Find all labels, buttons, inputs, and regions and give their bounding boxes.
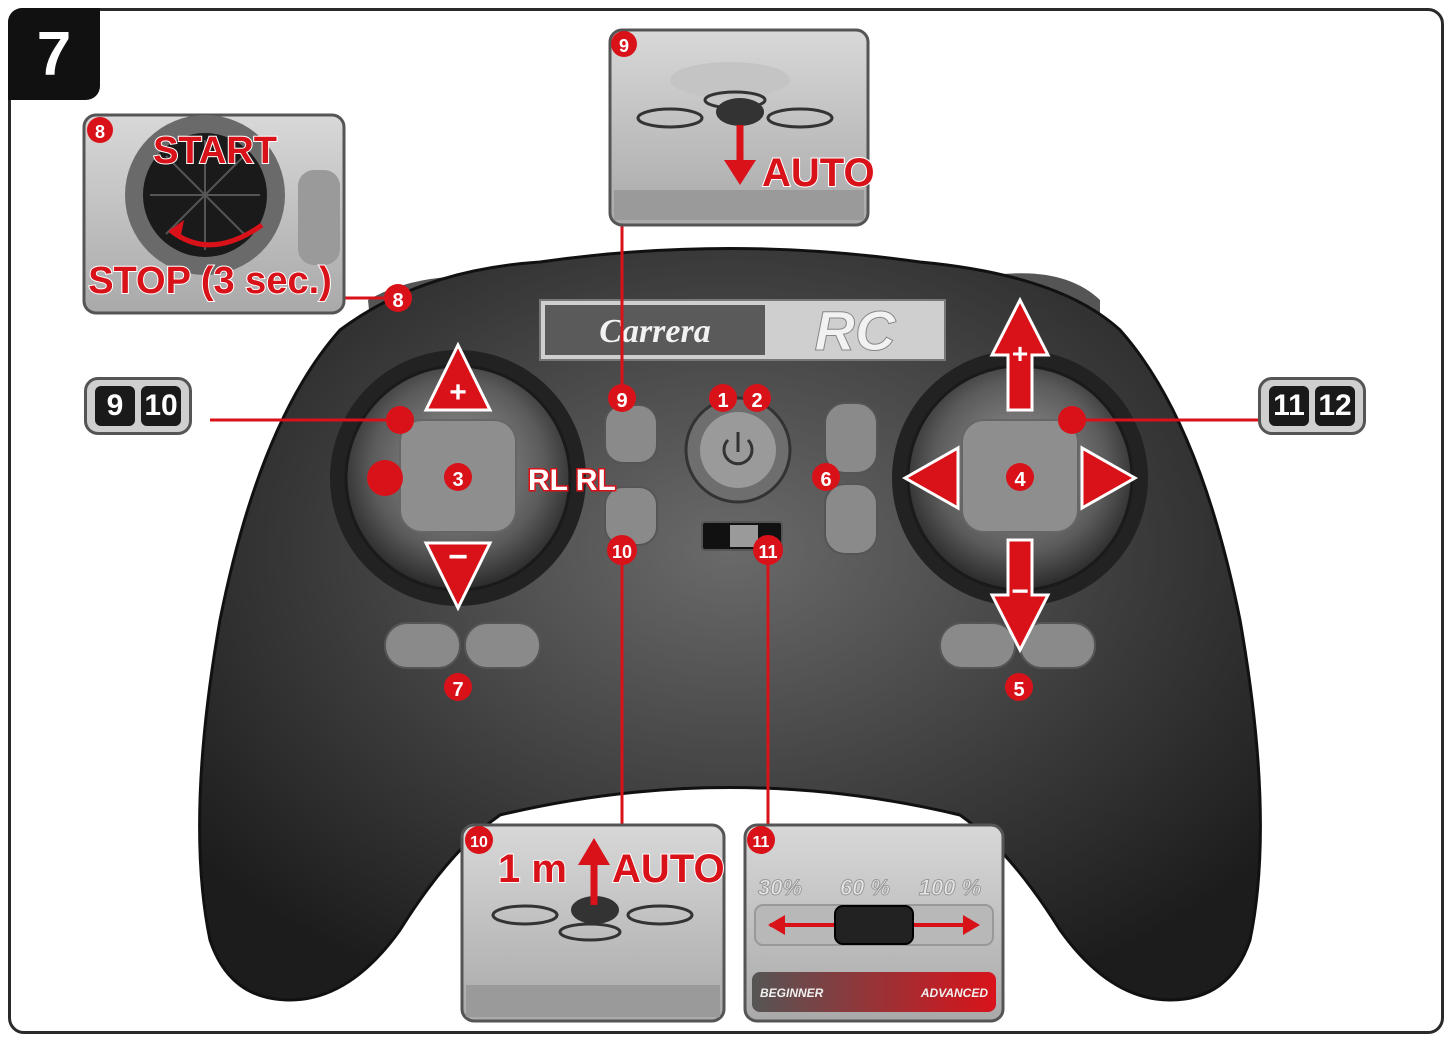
bottom-left-button-a[interactable] xyxy=(384,622,461,669)
badge-9: 9 xyxy=(95,386,135,426)
badge-10: 10 xyxy=(141,386,181,426)
pitch-back-arrow xyxy=(989,538,1051,654)
controller-body xyxy=(198,247,1262,1002)
brand-logo-carrera: Carrera xyxy=(599,313,710,350)
inset-9-number: 9 xyxy=(619,36,629,56)
callout-7: 7 xyxy=(452,679,463,701)
badge-left: 9 10 xyxy=(84,377,192,435)
pitch-plus-label: + xyxy=(1012,338,1028,369)
roll-right-arrow xyxy=(1080,445,1139,511)
brand-logo-rc: RC xyxy=(815,299,897,362)
inset-11-number: 11 xyxy=(753,834,770,851)
inset-10-number: 10 xyxy=(470,834,488,851)
callout-11: 11 xyxy=(758,542,777,562)
speed-100-label: 100 % xyxy=(919,875,981,900)
figure-number: 7 xyxy=(8,8,100,100)
pitch-minus-label: − xyxy=(1011,575,1029,608)
button-9[interactable] xyxy=(604,404,658,464)
speed-30-label: 30% xyxy=(758,875,802,900)
callout-6: 6 xyxy=(820,469,831,491)
callout-1: 1 xyxy=(717,390,728,412)
inset-start-stop: 8 START STOP (3 sec.) xyxy=(82,113,346,315)
badge-11: 11 xyxy=(1269,386,1309,426)
jet-fan-icon xyxy=(150,140,260,250)
throttle-down-arrow xyxy=(423,541,493,612)
trim-down-button[interactable] xyxy=(824,483,878,555)
advanced-label: ADVANCED xyxy=(920,986,988,1000)
callout-8: 8 xyxy=(392,290,403,312)
callout-2: 2 xyxy=(751,390,762,412)
trim-up-button[interactable] xyxy=(824,402,878,474)
throttle-up-arrow xyxy=(423,341,493,412)
badge-right: 11 12 xyxy=(1258,377,1366,435)
height-label: 1 m xyxy=(498,847,567,891)
bottom-right-button-a[interactable] xyxy=(939,622,1016,669)
left-joystick-dot xyxy=(367,460,403,496)
roll-left-arrow xyxy=(901,445,960,511)
beginner-label: BEGINNER xyxy=(760,986,824,1000)
inset-8-number: 8 xyxy=(95,122,105,142)
callout-5: 5 xyxy=(1013,679,1024,701)
callout-9: 9 xyxy=(616,390,627,412)
callout-4: 4 xyxy=(1014,469,1026,491)
inset-auto-takeoff: 10 1 m AUTO xyxy=(460,823,726,1023)
callout-3: 3 xyxy=(452,469,463,491)
start-label: START xyxy=(153,130,277,172)
auto-landing-label: AUTO xyxy=(762,151,875,195)
inset-speed-levels: 30% 60 % 100 % BEGINNER ADVANCED 11 xyxy=(743,823,1005,1023)
drone-takeoff-icon xyxy=(491,904,694,942)
rl-label: RL RL xyxy=(528,464,616,497)
throttle-minus-label: − xyxy=(448,538,468,576)
bottom-left-button-b[interactable] xyxy=(464,622,541,669)
stop-label: STOP (3 sec.) xyxy=(88,260,332,302)
throttle-plus-label: + xyxy=(449,376,467,409)
inset-auto-landing: 9 AUTO xyxy=(608,28,876,227)
speed-switch-icon xyxy=(834,905,914,945)
auto-takeoff-label: AUTO xyxy=(612,847,725,891)
speed-60-label: 60 % xyxy=(840,875,890,900)
badge-12: 12 xyxy=(1315,386,1355,426)
pitch-forward-arrow xyxy=(989,296,1051,412)
power-icon xyxy=(722,438,754,466)
callout-10: 10 xyxy=(612,542,632,562)
